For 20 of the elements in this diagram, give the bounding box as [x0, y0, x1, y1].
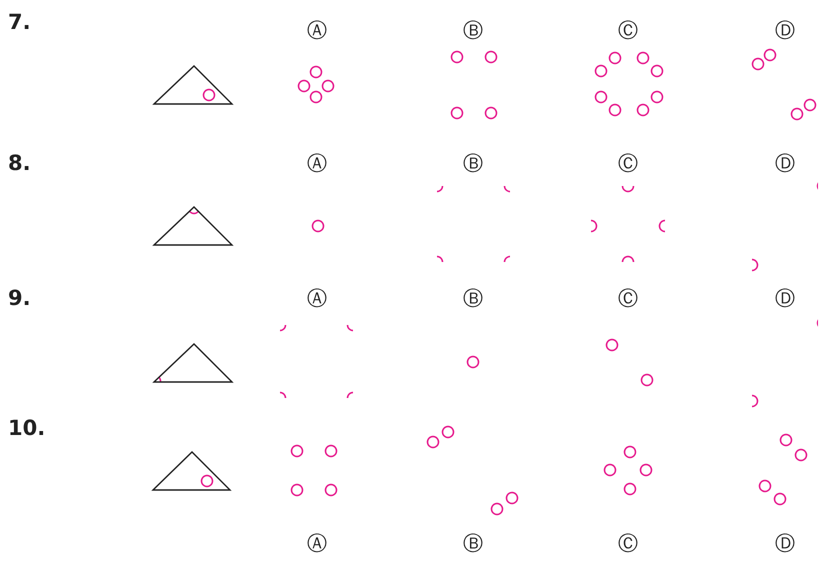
question-number: 9.: [8, 288, 31, 309]
option-letter: Ⓒ: [618, 288, 638, 308]
question-number: 8.: [8, 153, 31, 174]
option-letter: Ⓐ: [307, 288, 327, 308]
option-letter: Ⓓ: [775, 533, 795, 553]
option-letter: Ⓓ: [775, 288, 795, 308]
option-letter: Ⓑ: [463, 288, 483, 308]
option-letter: Ⓑ: [463, 533, 483, 553]
question-number: 10.: [8, 418, 46, 439]
option-letter: Ⓒ: [618, 20, 638, 40]
option-letter: Ⓒ: [618, 533, 638, 553]
option-letter: Ⓐ: [307, 20, 327, 40]
option-letter: Ⓐ: [307, 153, 327, 173]
option-letter: Ⓐ: [307, 533, 327, 553]
option-letter: Ⓓ: [775, 20, 795, 40]
option-letter: Ⓓ: [775, 153, 795, 173]
option-letter: Ⓑ: [463, 153, 483, 173]
option-letter: Ⓑ: [463, 20, 483, 40]
option-letter: Ⓒ: [618, 153, 638, 173]
question-number: 7.: [8, 12, 31, 33]
